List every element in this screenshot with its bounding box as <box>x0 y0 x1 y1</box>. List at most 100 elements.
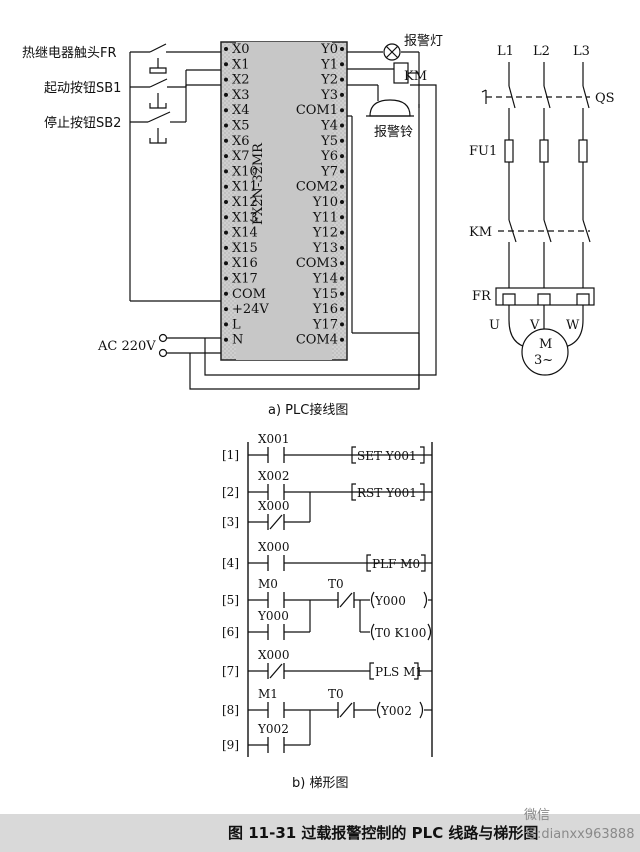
rung-number-label: [3] <box>222 515 239 529</box>
terminal-dot <box>340 245 344 250</box>
plc-left-terminal: X2 <box>232 73 250 88</box>
terminal-dot <box>340 138 344 143</box>
plc-block: FX2N-32MR <box>220 41 348 361</box>
caption-bar <box>0 814 640 852</box>
rung-number-label: [5] <box>222 593 239 607</box>
instruction-label: SET Y001 <box>357 449 417 463</box>
plc-left-terminal: X6 <box>232 134 250 149</box>
plc-right-terminal: Y2 <box>320 73 338 88</box>
terminal-dot <box>224 200 228 204</box>
terminal-dot <box>224 215 228 220</box>
input-wiring <box>129 43 437 390</box>
watermark-text: 微信号:dianxx963888 <box>524 808 635 842</box>
terminal-dot <box>224 307 228 312</box>
contact-label: X000 <box>258 499 289 513</box>
terminal-dot <box>224 62 228 67</box>
km-contact-label: KM <box>469 225 492 240</box>
terminal-dot <box>224 108 228 113</box>
plc-right-terminal: Y5 <box>320 134 338 149</box>
output-wiring <box>347 51 420 389</box>
plc-left-terminal: X17 <box>232 272 258 287</box>
plc-left-terminal: X5 <box>232 119 250 134</box>
plc-right-terminal: Y7 <box>320 164 338 179</box>
ladder-contact: Y000 <box>257 609 289 640</box>
terminal-dot <box>340 322 344 327</box>
plc-left-terminal: X7 <box>232 149 250 164</box>
plc-left-terminal: X13 <box>232 210 258 225</box>
ladder-contact: M1 <box>258 687 285 718</box>
sb1-input-label: 起动按钮SB1 <box>44 81 121 96</box>
plc-left-terminal: X16 <box>232 256 258 271</box>
plc-left-terminal: X10 <box>232 164 258 179</box>
plc-right-terminal: Y15 <box>312 287 338 302</box>
plc-right-terminal: COM4 <box>296 333 338 348</box>
rung-number-label: [2] <box>222 485 239 499</box>
instruction-label: PLF M0 <box>372 557 420 571</box>
ladder-contact: X000 <box>258 499 289 530</box>
plc-right-terminal: Y0 <box>320 42 338 57</box>
instruction-label: T0 K100 <box>375 626 426 640</box>
plc-right-terminal: Y1 <box>320 57 338 72</box>
ac-terminal-n <box>158 348 168 358</box>
terminal-dot <box>224 47 228 51</box>
plc-left-terminal: N <box>232 333 243 348</box>
contact-label: X000 <box>258 540 289 554</box>
rung-number-label: [9] <box>222 738 239 752</box>
plc-left-terminal: X4 <box>232 103 250 118</box>
qs-label: QS <box>595 91 615 106</box>
plc-left-terminal: X15 <box>232 241 258 256</box>
rung-number-label: [4] <box>222 556 239 570</box>
alarm-lamp-label: 报警灯 <box>404 33 443 49</box>
ladder-contact: T0 <box>328 687 355 718</box>
plc-left-terminals: X0X1X2X3X4X5X6X7X10X11X12X13X14X15X16X17… <box>224 42 269 348</box>
motor-label: M <box>539 337 552 352</box>
terminal-dot <box>340 47 344 51</box>
ladder-contact: X001 <box>258 432 289 463</box>
terminal-dot <box>340 337 344 342</box>
instruction-label: PLS M1 <box>375 665 423 679</box>
terminal-v-label: V <box>529 318 540 333</box>
figure-caption: 图 11-31 过载报警控制的 PLC 线路与梯形图 <box>228 824 539 842</box>
contact-label: X001 <box>258 432 289 446</box>
alarm-bell-icon <box>366 98 414 117</box>
rung-number-label: [6] <box>222 625 239 639</box>
plc-left-terminal: X12 <box>232 195 258 210</box>
terminal-dot <box>224 77 228 82</box>
contact-label: Y002 <box>257 722 289 736</box>
alarm-bell-label: 报警铃 <box>374 124 413 140</box>
contact-label: M0 <box>258 577 278 591</box>
ladder-contact: Y002 <box>257 722 289 753</box>
plc-right-terminal: Y14 <box>312 272 338 287</box>
ladder-output-coil: Y002 <box>376 701 424 719</box>
terminal-dot <box>224 92 228 97</box>
contact-label: T0 <box>328 577 344 591</box>
terminal-dot <box>224 154 228 159</box>
terminal-dot <box>224 184 228 189</box>
instruction-label: RST Y001 <box>357 486 417 500</box>
terminal-dot <box>224 230 228 235</box>
ladder-contact: X000 <box>258 540 289 571</box>
fr-relay-label: FR <box>472 289 492 304</box>
fu1-label: FU1 <box>469 144 497 159</box>
plc-left-terminal: X3 <box>232 88 250 103</box>
rung-number-label: [7] <box>222 664 239 678</box>
terminal-dot <box>340 230 344 235</box>
ladder-instruction-box: RST Y001 <box>351 483 425 501</box>
plc-right-terminal: Y13 <box>312 241 338 256</box>
terminal-dot <box>340 276 344 281</box>
phase-l1-label: L1 <box>497 44 514 59</box>
instruction-label: Y000 <box>374 594 406 608</box>
plc-left-terminal: COM <box>232 287 266 302</box>
motor-circuit <box>481 62 595 376</box>
ladder-contact: M0 <box>258 577 285 608</box>
terminal-dot <box>340 307 344 312</box>
terminal-dot <box>224 337 228 342</box>
terminal-dot <box>224 123 228 128</box>
phase-l2-label: L2 <box>533 44 550 59</box>
contact-label: Y000 <box>257 609 289 623</box>
plc-right-terminal: COM1 <box>296 103 338 118</box>
plc-right-terminal: COM3 <box>296 256 338 271</box>
